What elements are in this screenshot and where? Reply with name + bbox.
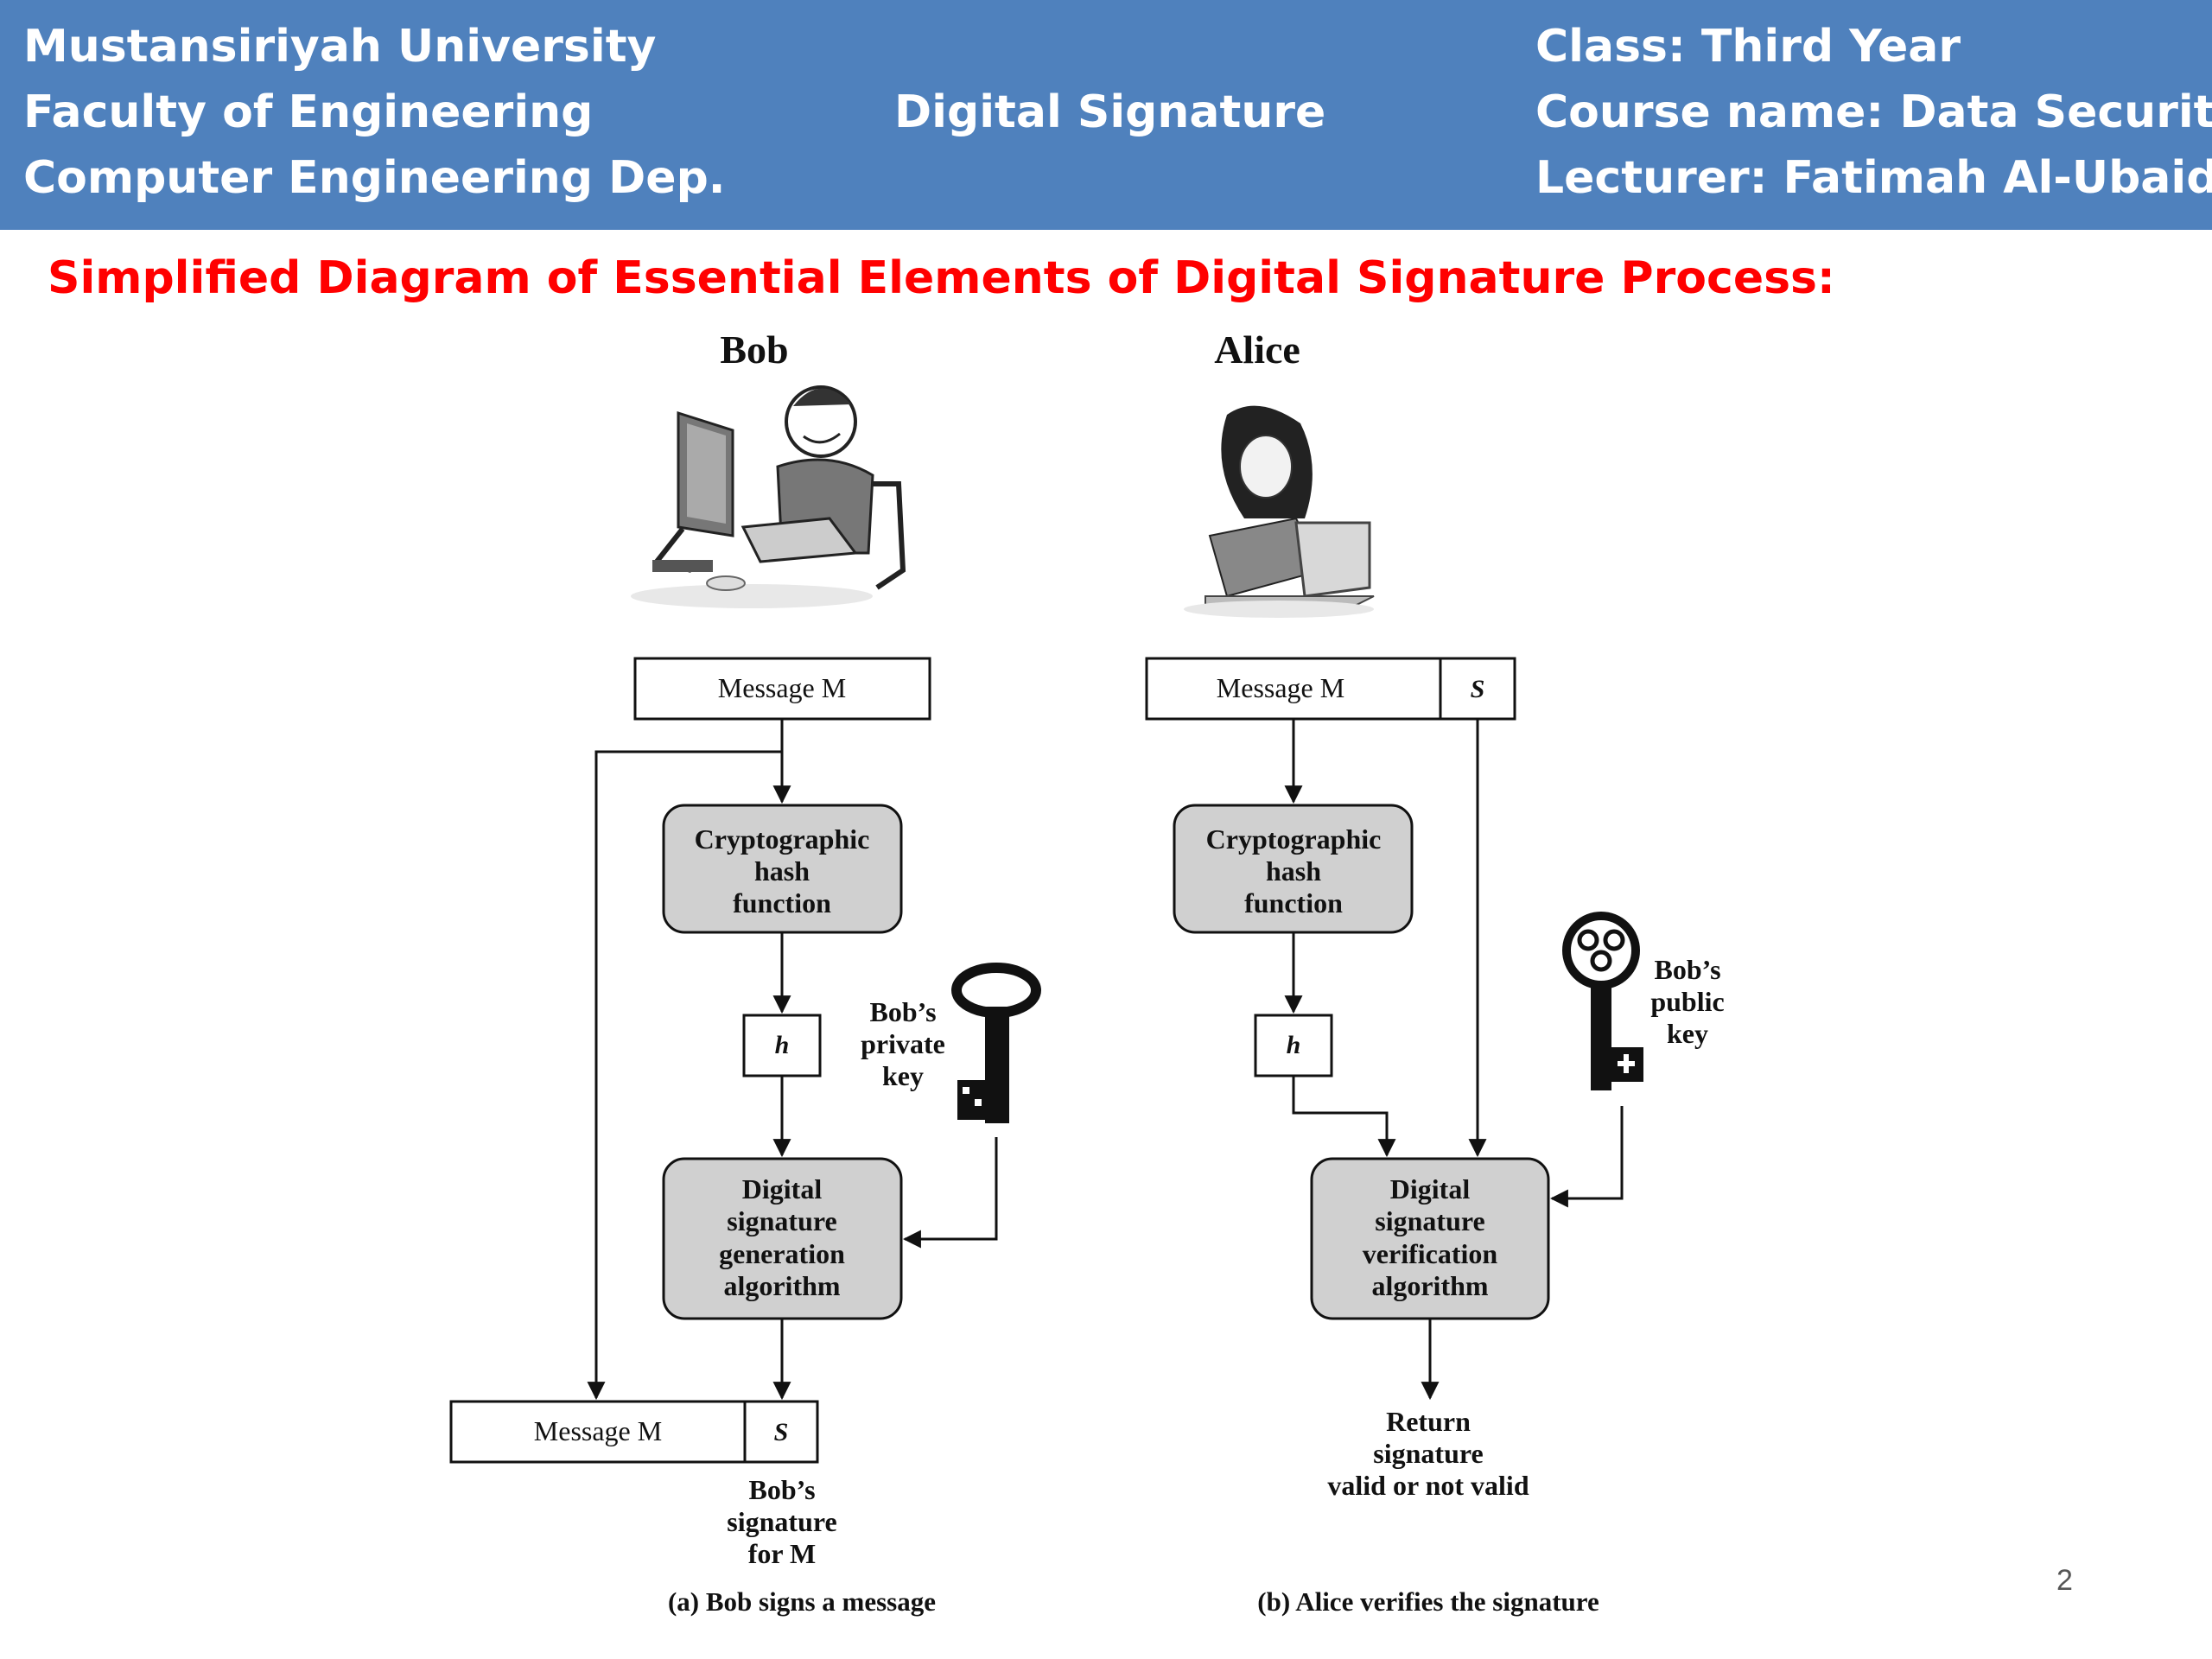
bob-output-signature-label: S [774,1418,789,1446]
alice-hash-line-2: hash [1266,855,1321,887]
faculty-name: Faculty of Engineering [23,86,594,138]
alice-message-box [1145,657,1442,721]
alice-hash-line-1: Cryptographic [1206,823,1382,855]
alice-result-line-1: Return [1386,1406,1471,1437]
bob-caption: (a) Bob signs a message [668,1586,936,1617]
alice-result-line-2: signature [1373,1438,1483,1469]
bob-flow-arrows [587,719,998,1401]
bob-signature-line-2: signature [727,1506,836,1537]
diagram-heading: Simplified Diagram of Essential Elements… [48,252,1835,304]
bob-at-computer-illustration [631,385,906,608]
alice-signature-label: S [1471,675,1485,703]
university-name: Mustansiriyah University [23,21,657,73]
alice-h-box [1254,1014,1333,1077]
alice-h-label: h [1287,1031,1301,1059]
page-number: 2 [2056,1564,2073,1597]
alice-hash-line-3: function [1244,887,1343,918]
alice-public-key-line-1: Bob’s [1654,954,1720,985]
bob-hash-line-1: Cryptographic [695,823,870,855]
slide-title: Digital Signature [894,86,1326,138]
course-info: Course name: Data Security [1535,86,2212,138]
bob-output-message-box [449,1400,747,1464]
bob-algo-line-2: signature [727,1205,836,1236]
alice-public-key-line-2: public [1650,986,1724,1017]
alice-name: Alice [1214,327,1300,372]
alice-result-line-3: valid or not valid [1327,1470,1529,1501]
alice-algo-line-2: signature [1375,1205,1484,1236]
class-info: Class: Third Year [1535,21,1961,73]
bob-signature-line-1: Bob’s [748,1474,815,1505]
lecturer-info: Lecturer: Fatimah Al-Ubaidy [1535,152,2212,204]
bob-algo-line-3: generation [719,1238,845,1269]
alice-message-label: Message M [1217,672,1344,703]
alice-with-laptop-illustration [1184,405,1375,618]
bob-h-label: h [775,1031,790,1059]
bob-output-message-label: Message M [534,1415,662,1446]
bob-message-box [633,657,931,721]
slide-header: Mustansiriyah University Faculty of Engi… [0,0,2212,230]
alice-algo-line-1: Digital [1390,1173,1471,1205]
alice-algo-line-4: algorithm [1371,1270,1488,1301]
alice-caption: (b) Alice verifies the signature [1257,1586,1599,1617]
alice-algo-line-3: verification [1363,1238,1498,1269]
alice-public-key-line-3: key [1667,1018,1708,1049]
department-name: Computer Engineering Dep. [23,152,726,204]
bob-hash-line-2: hash [754,855,810,887]
bob-message-label: Message M [718,672,846,703]
private-key-icon [951,963,1041,1123]
bob-algo-line-4: algorithm [723,1270,840,1301]
bob-output-signature-box [743,1400,819,1464]
bob-name: Bob [720,327,788,372]
alice-signature-box [1439,657,1516,721]
bob-hash-line-3: function [733,887,831,918]
bob-private-key-line-2: private [861,1028,945,1059]
bob-algo-line-1: Digital [742,1173,823,1205]
bob-private-key-line-3: key [882,1060,924,1091]
bob-h-box [742,1014,822,1077]
public-key-icon [1562,912,1643,1090]
bob-signature-line-3: for M [748,1538,816,1569]
alice-flow-arrows [1284,719,1624,1401]
bob-private-key-line-1: Bob’s [869,996,936,1027]
